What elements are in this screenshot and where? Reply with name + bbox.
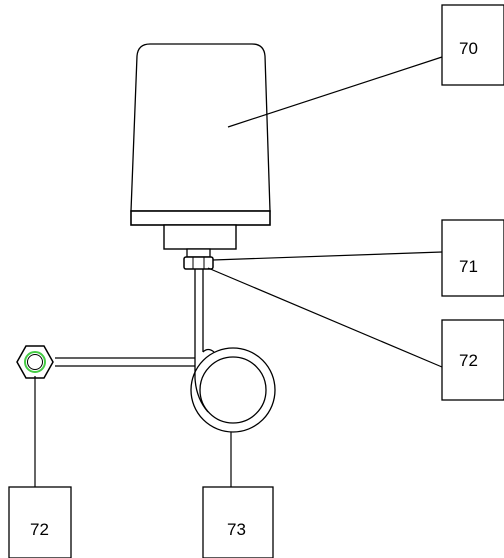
- label-box-72-right: 72: [441, 319, 504, 401]
- coil-inner: [199, 356, 267, 424]
- leader-70: [227, 56, 443, 128]
- label-71: 71: [459, 257, 478, 276]
- label-box-71: 71: [441, 219, 504, 297]
- nut-fitting: [183, 256, 214, 270]
- housing-stem: [186, 248, 211, 258]
- leader-72-right: [207, 267, 443, 368]
- housing-cap: [130, 43, 271, 212]
- left-hex-fitting: [16, 345, 54, 379]
- housing: [130, 43, 271, 258]
- label-72-bottom: 72: [30, 520, 49, 539]
- leader-71: [212, 251, 443, 261]
- label-73: 73: [227, 520, 246, 539]
- label-70: 70: [459, 39, 478, 58]
- label-box-70: 70: [441, 4, 504, 86]
- label-72-right: 72: [459, 351, 478, 370]
- nut-body: [183, 256, 214, 270]
- leader-lines: [34, 56, 443, 487]
- housing-base-band: [130, 210, 271, 226]
- housing-neck: [163, 224, 237, 250]
- label-box-72-bottom: 72: [8, 486, 72, 558]
- pipe-assembly: [55, 269, 276, 433]
- label-box-73: 73: [202, 486, 274, 558]
- coil-outer: [190, 347, 276, 433]
